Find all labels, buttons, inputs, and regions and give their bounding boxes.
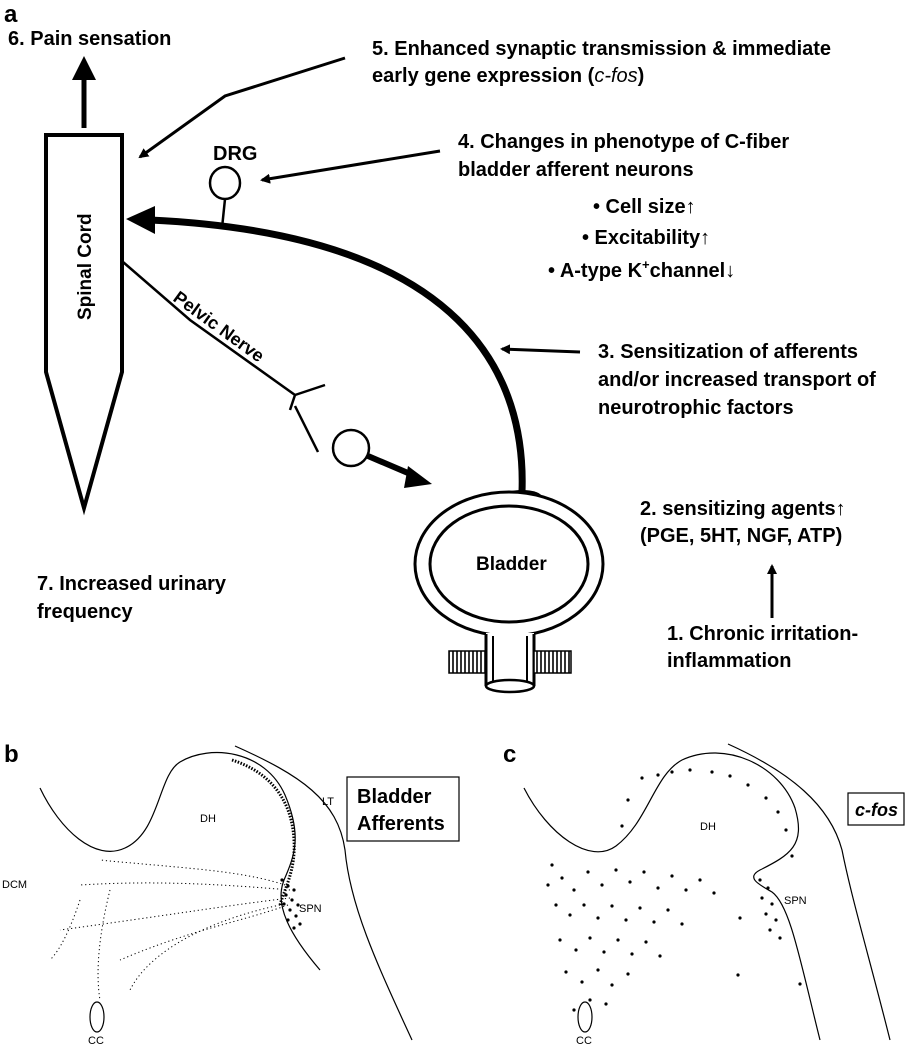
step1-line2: inflammation (667, 650, 791, 672)
panel-b-spn-dots (280, 878, 302, 930)
step2-line1: 2. sensitizing agents↑ (640, 498, 846, 520)
pelvic-nerve-label: Pelvic Nerve (170, 287, 268, 366)
drg-label: DRG (213, 143, 257, 165)
panel-b-gray-matter-outline (39, 751, 321, 971)
panel-c-title: c-fos (855, 800, 898, 820)
panel-a-letter: a (4, 1, 18, 28)
panel-b-afferent-projections (49, 859, 291, 1001)
drg-ganglion (208, 165, 242, 201)
step7-line2: frequency (37, 601, 133, 623)
spinal-cord-label: Spinal Cord (75, 213, 96, 320)
efferent-arrowhead (404, 466, 432, 488)
panel-c-cfos-dots (546, 768, 802, 1012)
step5-line1: 5. Enhanced synaptic transmission & imme… (372, 38, 831, 60)
panel-a: a Spinal Cord 6. Pain sensation 5. Enhan… (4, 1, 876, 694)
panel-c-white-matter-outline (727, 743, 891, 1041)
panel-b-letter: b (4, 741, 19, 768)
step5-arrow (138, 56, 346, 159)
spinal-cord-shape (44, 133, 124, 516)
pelvic-ganglion (331, 428, 371, 468)
pelvic-nerve (122, 261, 297, 411)
pelvic-nerve-branch-a (294, 383, 326, 397)
pain-arrow-head (72, 56, 96, 80)
c-fiber-arrowhead (126, 206, 155, 234)
step2-line2: (PGE, 5HT, NGF, ATP) (640, 525, 842, 547)
panel-b-laminar-band (231, 758, 296, 906)
panel-b-cc-label: CC (88, 1035, 104, 1047)
bladder-inner-wall (428, 504, 590, 624)
step3-line2: and/or increased transport of (598, 369, 876, 391)
panel-c-cc-label: CC (576, 1035, 592, 1047)
step3-arrow (500, 344, 581, 355)
panel-c: c (503, 741, 905, 1047)
c-fiber-afferent (149, 216, 526, 493)
bullet-excitability: • Excitability↑ (582, 227, 710, 249)
panel-b-dh-label: DH (200, 813, 216, 825)
panel-c-letter: c (503, 741, 516, 768)
panel-b-spn-label: SPN (299, 903, 322, 915)
pelvic-nerve-branch-b (293, 405, 320, 453)
step7-line1: 7. Increased urinary (37, 573, 227, 595)
panel-b-lt-label: LT (322, 796, 334, 808)
panel-c-central-canal (577, 1001, 593, 1033)
panel-b-title-line2: Afferents (357, 813, 445, 835)
sphincter-right (533, 650, 572, 674)
step3-line3: neurotrophic factors (598, 397, 794, 419)
panel-c-title-box (847, 792, 905, 826)
panel-c-gray-matter-outline (523, 752, 821, 1041)
bullet-k-channel: • A-type K+channel↓ (548, 257, 735, 282)
step4-line1: 4. Changes in phenotype of C-fiber (458, 131, 789, 153)
step5-line2: early gene expression (c-fos) (372, 65, 644, 87)
bullet-cell-size: • Cell size↑ (593, 196, 696, 218)
panel-b: b DH LT DCM SPN CC Bladder Affere (2, 741, 460, 1047)
panel-b-dcm-label: DCM (2, 879, 27, 891)
step3-line1: 3. Sensitization of afferents (598, 341, 858, 363)
panel-b-title-box (346, 776, 460, 842)
step6-label: 6. Pain sensation (8, 28, 171, 50)
step4-line2: bladder afferent neurons (458, 159, 694, 181)
panel-c-dh-label: DH (700, 821, 716, 833)
panel-c-spn-label: SPN (784, 895, 807, 907)
panel-b-white-matter-outline (234, 745, 413, 1041)
panel-b-central-canal (89, 1001, 105, 1033)
panel-b-title-line1: Bladder (357, 786, 432, 808)
step4-arrow (260, 149, 441, 184)
step1-line1: 1. Chronic irritation- (667, 623, 858, 645)
urethra-opening (484, 678, 536, 694)
sphincter-left (448, 650, 487, 674)
bladder-label: Bladder (476, 554, 547, 575)
